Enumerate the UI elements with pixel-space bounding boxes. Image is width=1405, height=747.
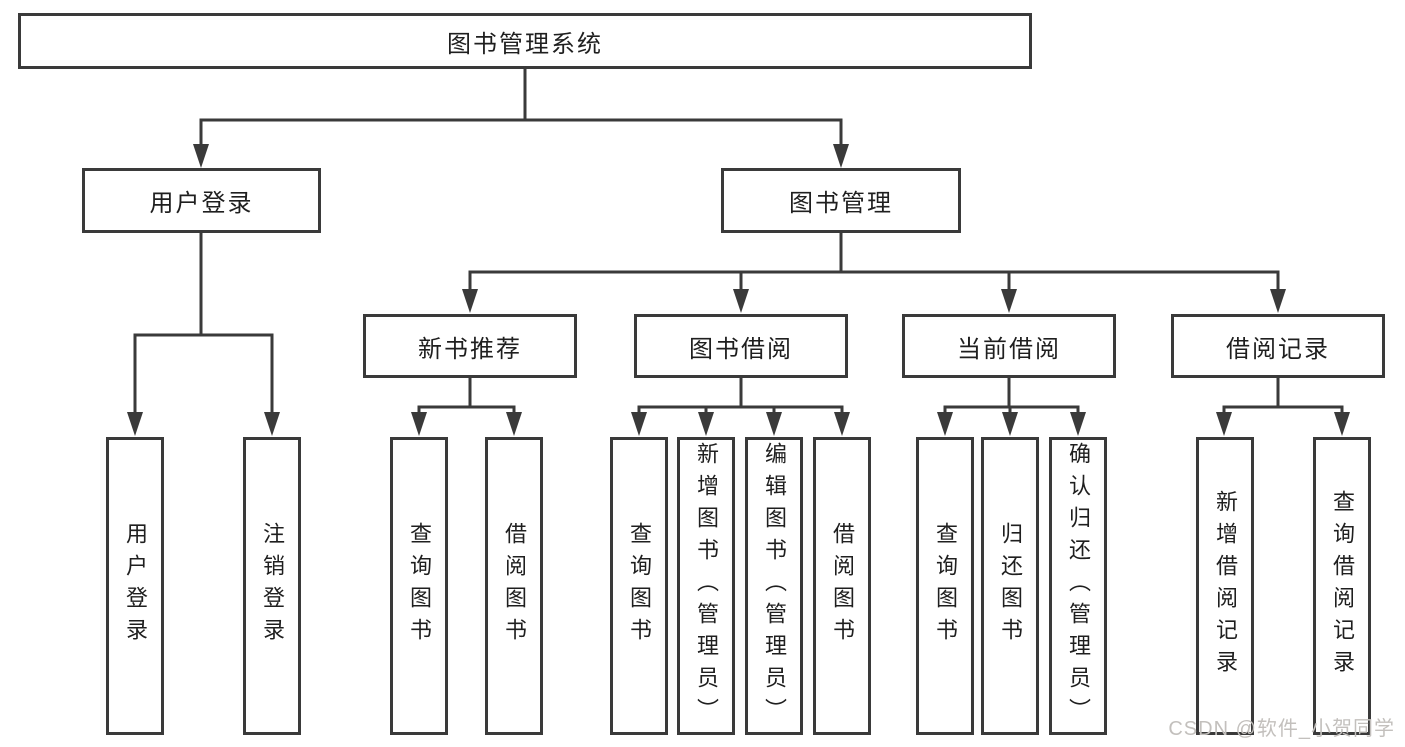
csdn-watermark: CSDN @软件_小贺同学: [1168, 718, 1395, 740]
leaf-query-books-current: 查询图书: [916, 437, 974, 735]
leaf-confirm-return-admin: 确认归还（管理员）: [1049, 437, 1107, 735]
leaf-query-books-recommend: 查询图书: [390, 437, 448, 735]
node-book-management: 图书管理: [721, 168, 961, 233]
node-borrowing-records: 借阅记录: [1171, 314, 1385, 378]
node-user-login: 用户登录: [82, 168, 321, 233]
leaf-borrow-books-recommend: 借阅图书: [485, 437, 543, 735]
node-library-management-system: 图书管理系统: [18, 13, 1032, 69]
leaf-add-borrow-record: 新增借阅记录: [1196, 437, 1254, 735]
leaf-add-books-admin: 新增图书（管理员）: [677, 437, 735, 735]
node-current-borrowing: 当前借阅: [902, 314, 1116, 378]
leaf-logout: 注销登录: [243, 437, 301, 735]
leaf-return-books: 归还图书: [981, 437, 1039, 735]
leaf-borrow-books: 借阅图书: [813, 437, 871, 735]
leaf-user-login: 用户登录: [106, 437, 164, 735]
leaf-query-books-borrow: 查询图书: [610, 437, 668, 735]
leaf-query-borrow-record: 查询借阅记录: [1313, 437, 1371, 735]
node-book-borrowing: 图书借阅: [634, 314, 848, 378]
node-new-book-recommend: 新书推荐: [363, 314, 577, 378]
leaf-edit-books-admin: 编辑图书（管理员）: [745, 437, 803, 735]
